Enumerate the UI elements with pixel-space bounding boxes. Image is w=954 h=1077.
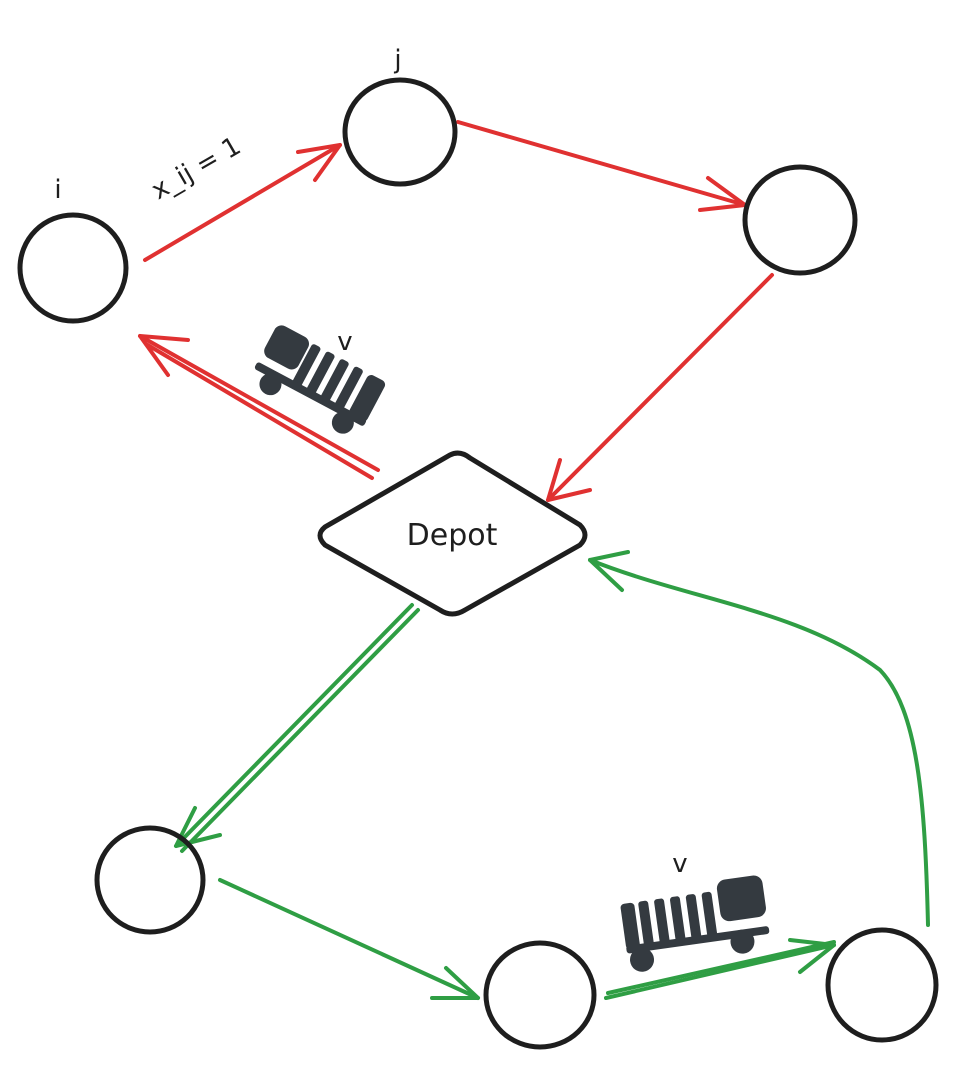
- edge-node6-to-depot: [588, 550, 930, 927]
- vehicle-label-top: v: [337, 327, 352, 357]
- green-route: [174, 550, 930, 1000]
- vehicle-label-bottom: v: [672, 849, 687, 879]
- edge-node4-to-node5: [218, 878, 480, 1000]
- edge-node3-to-depot: [546, 273, 774, 502]
- node-j-label: j: [393, 45, 401, 75]
- red-route: [138, 120, 774, 502]
- node-5: [483, 940, 597, 1050]
- edge-node5-to-node6: [604, 938, 836, 1000]
- edge-depot-to-i: [138, 334, 380, 480]
- edge-label-xij: x_ij = 1: [147, 131, 247, 206]
- node-i: [17, 212, 129, 324]
- truck-icon: [254, 325, 386, 434]
- node-6: [825, 927, 939, 1043]
- edge-depot-to-node4: [174, 603, 420, 853]
- edge-j-to-node3: [456, 120, 747, 212]
- depot-label: Depot: [407, 518, 498, 553]
- node-i-label: i: [54, 175, 61, 205]
- depot-node: Depot: [317, 450, 588, 617]
- node-3: [742, 164, 858, 276]
- node-4: [94, 825, 206, 935]
- edge-i-to-j: [143, 143, 342, 262]
- node-j: [342, 77, 458, 187]
- truck-icon: [620, 875, 770, 972]
